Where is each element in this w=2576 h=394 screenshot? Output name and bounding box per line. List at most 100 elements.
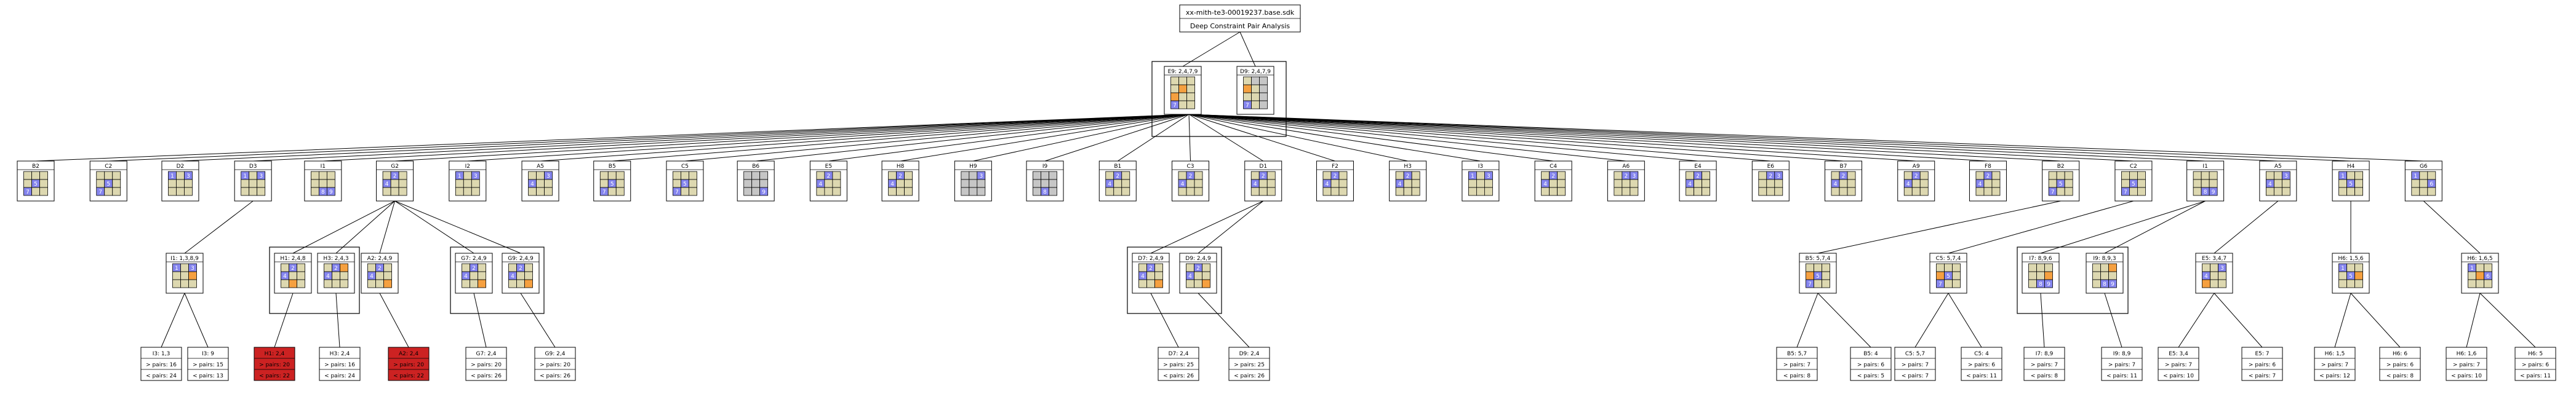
sub-node-14[interactable]: H6: 1,6,516 [2461,253,2499,294]
branch-node-6-cell-digit: 1 [458,173,462,179]
sub-node-2[interactable]: H3: 2,4,324 [317,253,355,294]
branch-node-14[interactable]: I98 [1026,160,1064,202]
branch-node-31-label: A5 [2274,164,2282,170]
sub-node-13[interactable]: H6: 1,5,615 [2332,253,2370,294]
leaf-node[interactable]: G7: 2,4> pairs: 20< pairs: 26 [465,347,507,381]
leaf-node[interactable]: I7: 8,9> pairs: 7< pairs: 8 [2023,347,2065,381]
branch-node-10[interactable]: B69 [737,160,775,202]
branch-node-8-cell [599,171,609,180]
leaf-node[interactable]: D7: 2,4> pairs: 25< pairs: 26 [1158,347,1199,381]
leaf-node-failed[interactable]: H1: 2,4> pairs: 20< pairs: 22 [254,347,295,381]
leaf-node[interactable]: I9: 8,9> pairs: 7< pairs: 11 [2101,347,2143,381]
leaf-node[interactable]: I3: 9> pairs: 15< pairs: 13 [187,347,229,381]
leaf-node[interactable]: D9: 2,4> pairs: 25< pairs: 26 [1228,347,1270,381]
sub-node-6[interactable]: D7: 2,4,924 [1132,253,1170,294]
leaf-pairs-lt: < pairs: 26 [1163,373,1194,379]
root-node-0[interactable]: E9: 2,4,7,97 [1164,66,1202,115]
sub-node-9[interactable]: C5: 5,7,457 [1929,253,1967,294]
root-node-1[interactable]: D9: 2,4,7,97 [1236,66,1274,115]
branch-node-9-cell [689,187,697,196]
leaf-node[interactable]: C5: 5,7> pairs: 7< pairs: 7 [1894,347,1936,381]
leaf-node[interactable]: H6: 1,6> pairs: 7< pairs: 10 [2446,347,2487,381]
leaf-node[interactable]: G9: 2,4> pairs: 20< pairs: 26 [534,347,576,381]
branch-node-24-cell [1758,171,1767,180]
leaf-node[interactable]: I3: 1,3> pairs: 16< pairs: 24 [140,347,182,381]
sub-node-4[interactable]: G7: 2,4,924 [455,253,493,294]
sub-node-1[interactable]: H1: 2,4,824 [274,253,312,294]
branch-node-17-label: D1 [1259,164,1267,170]
leaf-node[interactable]: H6: 6> pairs: 6< pairs: 8 [2379,347,2421,381]
sub-node-5[interactable]: G9: 2,4,924 [502,253,540,294]
sub-node-1-cell [297,263,305,272]
branch-node-3-cell [257,187,266,196]
branch-node-15-cell-digit: 2 [1116,173,1119,179]
branch-node-8-label: B5 [609,164,616,170]
leaf-node[interactable]: C5: 4> pairs: 6< pairs: 11 [1961,347,2002,381]
branch-node-6-cell-digit: 3 [474,173,478,179]
sub-node-12[interactable]: E5: 3,4,734 [2195,253,2233,294]
branch-node-33-cell-digit: 1 [2414,173,2417,179]
branch-node-11-cell [824,187,833,196]
leaf-node[interactable]: E5: 7> pairs: 6< pairs: 7 [2241,347,2283,381]
branch-node-29-cell [2121,179,2130,188]
sub-node-8-cell [1806,263,1814,272]
sub-node-13-cell-digit: 1 [2341,266,2345,272]
leaf-node[interactable]: B5: 5,7> pairs: 7< pairs: 8 [1776,347,1818,381]
sub-node-3[interactable]: A2: 2,4,924 [361,253,399,294]
root-node-1-cell [1243,76,1252,85]
leaf-node[interactable]: H6: 5> pairs: 6< pairs: 11 [2514,347,2556,381]
leaf-node[interactable]: H6: 1,5> pairs: 7< pairs: 12 [2314,347,2356,381]
sub-node-7[interactable]: D9: 2,4,924 [1179,253,1217,294]
sub-node-8[interactable]: B5: 5,7,457 [1799,253,1837,294]
branch-node-28-cell-digit: 5 [2059,181,2063,187]
branch-node-26-cell [1919,179,1929,188]
branch-node-23-cell [1702,171,1710,180]
leaf-node[interactable]: H3: 2,4> pairs: 16< pairs: 24 [319,347,361,381]
branch-node-22-cell [1614,171,1623,180]
branch-node-23-cell [1686,187,1694,196]
branch-node-0-cell-digit: 5 [34,181,38,187]
sub-node-11-label: I9: 8,9,3 [2093,256,2116,262]
leaf-node[interactable]: E5: 3,4> pairs: 7< pairs: 10 [2158,347,2199,381]
sub-node-3-cell [367,279,376,288]
leaf-node[interactable]: B5: 4> pairs: 6< pairs: 5 [1850,347,1892,381]
leaf-pairs-gt: > pairs: 7 [2321,362,2348,368]
branch-node-13[interactable]: H93 [954,160,992,202]
edge-root-branch-16 [1188,114,1191,162]
leaf-node-failed[interactable]: A2: 2,4> pairs: 20< pairs: 22 [388,347,430,381]
